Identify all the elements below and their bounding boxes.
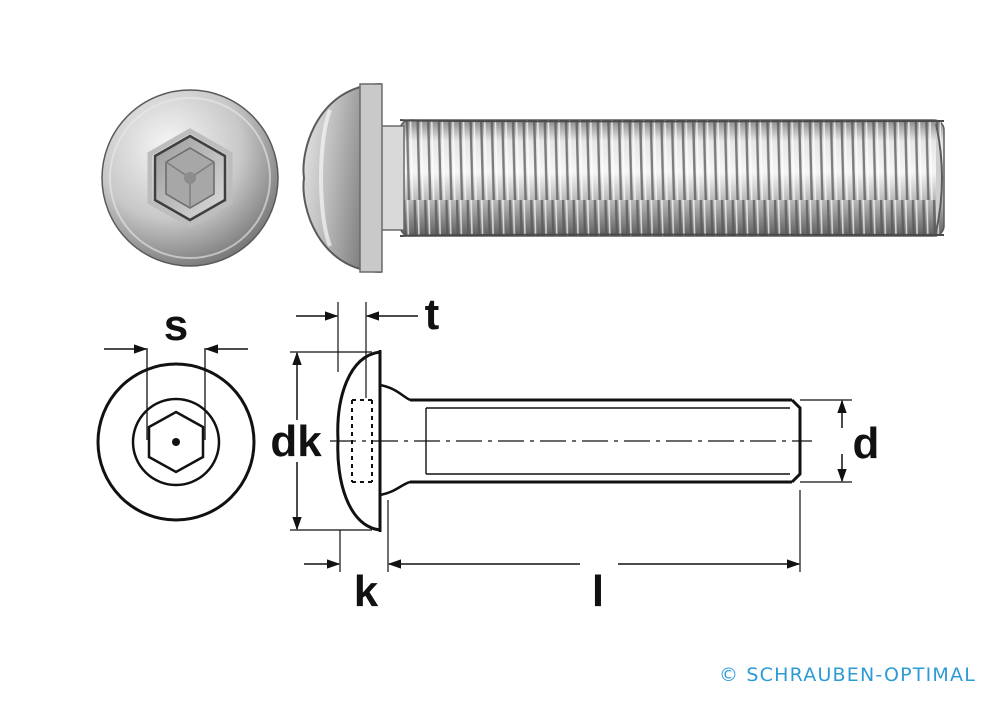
copyright-credit: © SCHRAUBEN-OPTIMAL	[718, 664, 976, 686]
photo-head-top-view	[101, 89, 279, 267]
drawing-side-view: t dk d k l	[270, 290, 879, 616]
dim-label-k: k	[354, 567, 379, 616]
dim-label-l: l	[592, 567, 604, 616]
photo-screw-side-view	[302, 82, 945, 274]
dim-label-d: d	[853, 419, 880, 468]
dim-label-s: s	[164, 301, 188, 350]
drawing-end-view: s	[96, 301, 256, 522]
dim-label-dk: dk	[270, 417, 322, 466]
hex-socket-photo	[147, 128, 233, 228]
dim-label-t: t	[425, 290, 440, 339]
